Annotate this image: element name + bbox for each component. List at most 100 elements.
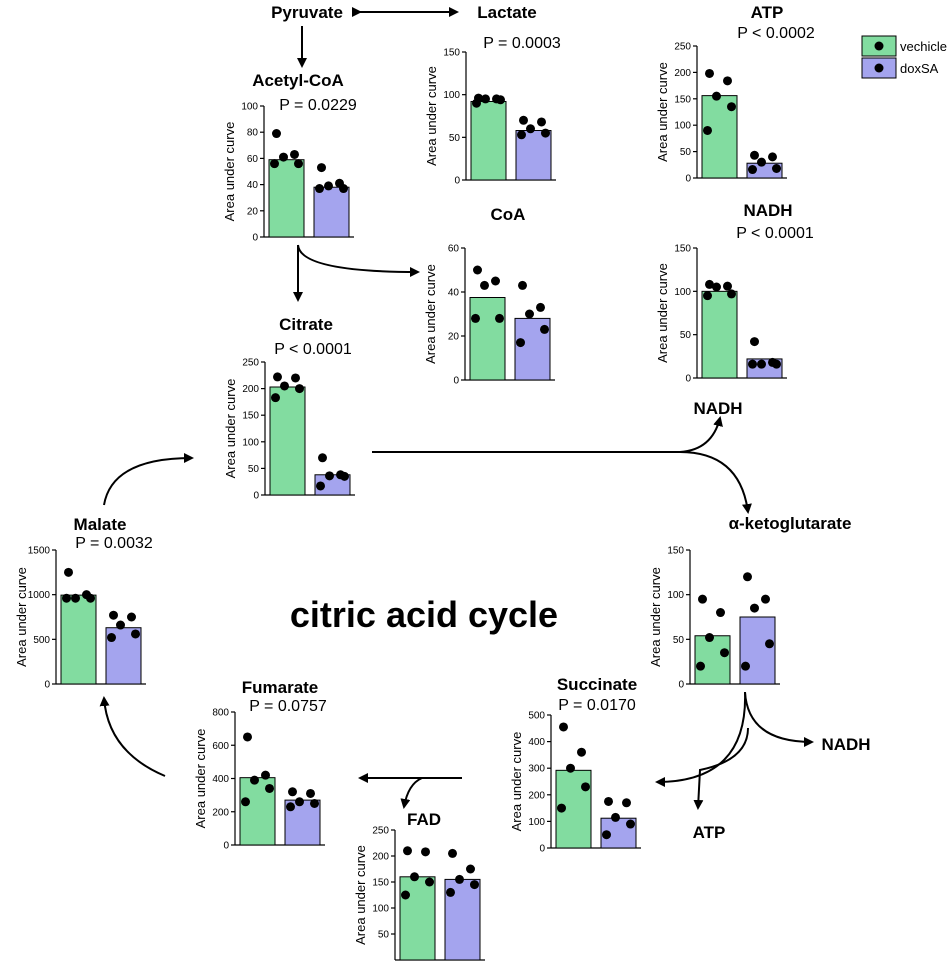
bar-vechicle bbox=[469, 297, 506, 381]
data-point-doxSA bbox=[611, 812, 620, 822]
arrow-citrate-nadh bbox=[679, 416, 723, 453]
data-point-vechicle bbox=[472, 98, 481, 108]
y-tick-label: 100 bbox=[667, 590, 684, 601]
y-tick-label: 150 bbox=[667, 546, 684, 557]
y-axis-label: Area under curve bbox=[353, 845, 368, 945]
bar-vechicle bbox=[268, 159, 305, 238]
y-tick-label: 500 bbox=[33, 635, 50, 646]
arrow-akg-atp bbox=[693, 727, 749, 810]
y-tick-label: 0 bbox=[252, 233, 258, 244]
data-point-doxSA bbox=[316, 481, 325, 491]
data-point-vechicle bbox=[723, 76, 732, 86]
data-point-doxSA bbox=[761, 594, 770, 604]
label-nadh-akg: NADH bbox=[821, 735, 870, 754]
data-point-doxSA bbox=[131, 629, 140, 639]
y-tick-label: 50 bbox=[680, 330, 692, 341]
y-tick-label: 150 bbox=[443, 48, 460, 59]
y-tick-label: 1000 bbox=[28, 590, 51, 601]
data-point-vechicle bbox=[403, 846, 412, 856]
data-point-vechicle bbox=[425, 877, 434, 887]
y-tick-label: 0 bbox=[253, 491, 259, 502]
data-point-doxSA bbox=[748, 165, 757, 175]
data-point-doxSA bbox=[116, 620, 125, 630]
y-tick-label: 0 bbox=[454, 176, 460, 187]
data-point-doxSA bbox=[517, 130, 526, 140]
y-axis-label: Area under curve bbox=[655, 62, 670, 162]
data-point-doxSA bbox=[448, 848, 457, 858]
data-point-vechicle bbox=[401, 890, 410, 900]
arrow-succinate-fad bbox=[400, 777, 423, 809]
label-nadh-citrate: NADH bbox=[693, 399, 742, 418]
p-value: P = 0.0757 bbox=[249, 698, 327, 715]
y-axis-label: Area under curve bbox=[14, 567, 29, 667]
data-point-vechicle bbox=[705, 633, 714, 643]
p-value: P = 0.0003 bbox=[483, 35, 561, 52]
p-value: P = 0.0229 bbox=[279, 97, 357, 114]
data-point-vechicle bbox=[705, 68, 714, 78]
y-tick-label: 20 bbox=[247, 206, 259, 217]
arrow-malate-citrate bbox=[103, 453, 194, 506]
data-point-doxSA bbox=[765, 639, 774, 649]
chart-title: Succinate bbox=[557, 675, 637, 694]
data-point-doxSA bbox=[750, 337, 759, 347]
y-tick-label: 250 bbox=[372, 826, 389, 837]
chart-title: CoA bbox=[491, 205, 526, 224]
data-point-vechicle bbox=[273, 372, 282, 382]
chart-title: Lactate bbox=[477, 3, 537, 22]
y-tick-label: 200 bbox=[212, 807, 229, 818]
data-point-vechicle bbox=[280, 381, 289, 391]
data-point-vechicle bbox=[705, 279, 714, 289]
data-point-vechicle bbox=[71, 593, 80, 603]
data-point-vechicle bbox=[698, 594, 707, 604]
y-axis-label: Area under curve bbox=[424, 66, 439, 166]
data-point-doxSA bbox=[602, 830, 611, 840]
data-point-vechicle bbox=[471, 313, 480, 323]
data-point-vechicle bbox=[291, 373, 300, 383]
data-point-doxSA bbox=[626, 819, 635, 829]
data-point-vechicle bbox=[261, 770, 270, 780]
chart-title: NADH bbox=[743, 201, 792, 220]
data-point-doxSA bbox=[295, 797, 304, 807]
data-point-doxSA bbox=[324, 181, 333, 191]
data-point-vechicle bbox=[557, 803, 566, 813]
data-point-vechicle bbox=[421, 847, 430, 857]
data-point-vechicle bbox=[703, 291, 712, 301]
data-point-vechicle bbox=[566, 763, 575, 773]
y-tick-label: 150 bbox=[674, 244, 691, 255]
y-tick-label: 40 bbox=[247, 180, 259, 191]
chart-title: FAD bbox=[407, 810, 441, 829]
bar-vechicle bbox=[399, 876, 436, 961]
data-point-doxSA bbox=[757, 157, 766, 167]
data-point-vechicle bbox=[559, 722, 568, 732]
data-point-doxSA bbox=[455, 874, 464, 884]
y-tick-label: 20 bbox=[448, 332, 460, 343]
data-point-vechicle bbox=[716, 608, 725, 618]
y-tick-label: 100 bbox=[674, 121, 691, 132]
y-tick-label: 100 bbox=[674, 287, 691, 298]
label-pyruvate: Pyruvate bbox=[271, 3, 343, 22]
chart-title: Acetyl-CoA bbox=[252, 71, 344, 90]
y-tick-label: 50 bbox=[378, 930, 390, 941]
y-tick-label: 100 bbox=[242, 437, 259, 448]
data-point-vechicle bbox=[270, 159, 279, 169]
y-tick-label: 0 bbox=[678, 680, 684, 691]
data-point-vechicle bbox=[265, 783, 274, 793]
data-point-doxSA bbox=[757, 359, 766, 369]
y-tick-label: 1500 bbox=[28, 546, 51, 557]
data-point-doxSA bbox=[622, 798, 631, 808]
y-tick-label: 800 bbox=[212, 708, 229, 719]
data-point-vechicle bbox=[712, 91, 721, 101]
chart-title: Citrate bbox=[279, 315, 333, 334]
data-point-doxSA bbox=[109, 610, 118, 620]
data-point-vechicle bbox=[720, 648, 729, 658]
data-point-doxSA bbox=[741, 661, 750, 671]
y-tick-label: 150 bbox=[372, 878, 389, 889]
data-point-vechicle bbox=[243, 732, 252, 742]
y-axis-label: Area under curve bbox=[648, 567, 663, 667]
